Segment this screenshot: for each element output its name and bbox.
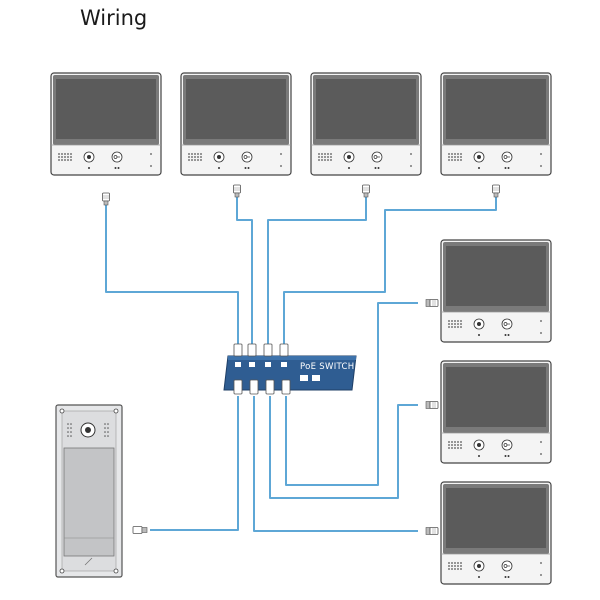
speaker-grille-icon bbox=[67, 423, 109, 437]
rj45-connector-icon bbox=[425, 527, 439, 535]
camera-icon bbox=[80, 422, 96, 438]
indoor-monitor bbox=[440, 72, 552, 176]
switch-label: PoE SWITCH bbox=[300, 362, 354, 372]
indoor-monitor bbox=[50, 72, 162, 176]
rj45-connector-icon bbox=[492, 184, 500, 198]
indoor-monitor bbox=[310, 72, 422, 176]
cable-monitor-5 bbox=[285, 302, 418, 486]
rj45-connector-icon bbox=[362, 184, 370, 198]
door-station bbox=[55, 404, 123, 578]
page-title: Wiring bbox=[80, 6, 148, 30]
cable-door-station bbox=[150, 396, 239, 531]
rj45-connector-icon bbox=[425, 401, 439, 409]
indoor-monitor bbox=[440, 481, 552, 585]
rj45-connector-icon bbox=[425, 299, 439, 307]
rj45-connector-icon bbox=[102, 192, 110, 206]
poe-switch: PoE SWITCH bbox=[223, 343, 357, 395]
cables bbox=[105, 197, 497, 532]
rj45-connector-icon bbox=[132, 526, 148, 534]
rj45-connector-icon bbox=[233, 184, 241, 198]
cable-monitor-1 bbox=[105, 205, 239, 346]
indoor-monitor bbox=[180, 72, 292, 176]
cable-monitor-3 bbox=[267, 197, 367, 346]
cable-monitor-2 bbox=[236, 197, 253, 346]
cable-monitor-4 bbox=[283, 197, 497, 346]
cable-monitor-6 bbox=[269, 396, 418, 499]
cable-monitor-7 bbox=[253, 396, 418, 532]
indoor-monitor bbox=[440, 239, 552, 343]
indoor-monitor bbox=[440, 360, 552, 464]
